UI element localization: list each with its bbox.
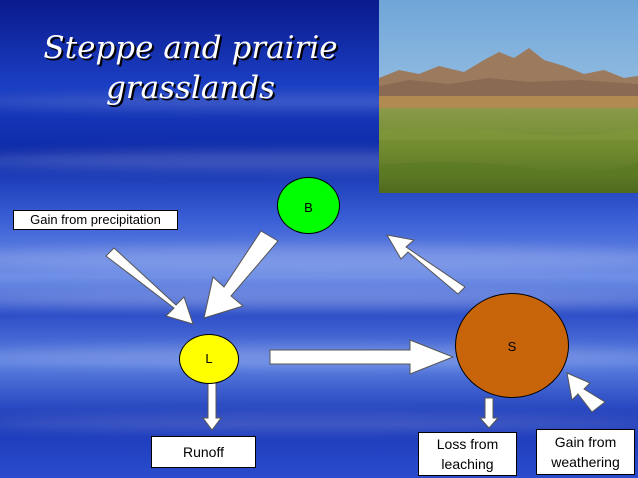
arrow-b-to-l <box>204 231 278 318</box>
node-b: B <box>277 177 340 234</box>
node-b-label: B <box>278 200 339 215</box>
arrow-s-to-b <box>387 235 465 294</box>
arrow-s-to-leaching <box>480 398 498 428</box>
arrow-weathering-to-s <box>567 373 605 412</box>
node-s: S <box>455 293 569 398</box>
arrow-l-to-runoff <box>203 383 221 430</box>
node-l-label: L <box>180 351 238 366</box>
arrow-l-to-s <box>270 340 453 374</box>
runoff-label: Runoff <box>151 436 256 468</box>
leaching-label: Loss from leaching <box>418 432 517 476</box>
node-l: L <box>179 334 239 384</box>
node-s-label: S <box>456 339 568 354</box>
precipitation-label: Gain from precipitation <box>13 210 178 230</box>
weathering-label: Gain from weathering <box>536 429 635 475</box>
arrow-precipitation-to-l <box>106 248 193 324</box>
